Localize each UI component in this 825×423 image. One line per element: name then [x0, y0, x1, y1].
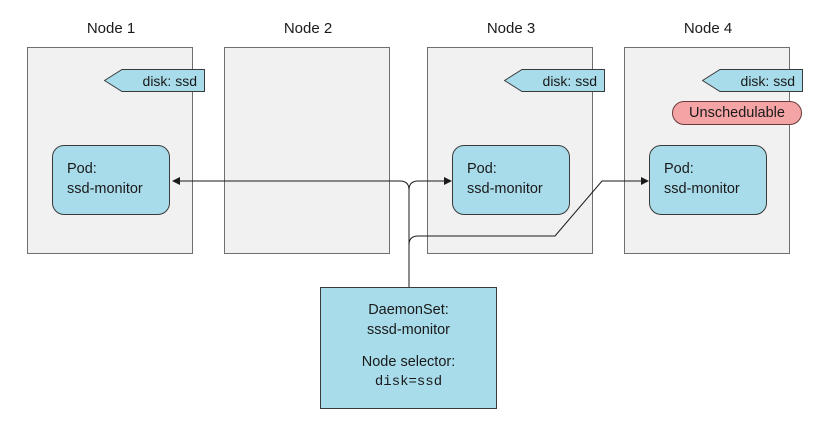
node-3-pod: Pod: ssd-monitor — [452, 145, 570, 215]
node-1-pod: Pod: ssd-monitor — [52, 145, 170, 215]
node-1-pod-kind: Pod: — [67, 161, 97, 177]
arrow-to-node-4-pod — [408, 177, 649, 246]
node-3-title: Node 3 — [486, 20, 536, 37]
node-4-pod: Pod: ssd-monitor — [649, 145, 767, 215]
node-3-pod-name: ssd-monitor — [467, 181, 543, 197]
daemonset-name: sssd-monitor — [367, 322, 450, 338]
daemonset-spacer — [321, 340, 496, 352]
arrow-to-node-1-pod — [172, 177, 410, 191]
node-2-title: Node 2 — [283, 20, 333, 37]
node-2-box — [224, 47, 390, 254]
unschedulable-badge: Unschedulable — [672, 101, 802, 125]
node-3-pod-kind: Pod: — [467, 161, 497, 177]
node-1-pod-name: ssd-monitor — [67, 181, 143, 197]
node-selector-label: Node selector: — [361, 354, 456, 370]
node-4-pod-kind: Pod: — [664, 161, 694, 177]
daemonset-box: DaemonSet: sssd-monitor Node selector: d… — [320, 287, 497, 409]
node-4-title: Node 4 — [683, 20, 733, 37]
node-selector-value: disk=ssd — [374, 374, 443, 390]
arrow-to-node-3-pod — [408, 177, 452, 191]
node-1-title: Node 1 — [86, 20, 136, 37]
node-4-pod-name: ssd-monitor — [664, 181, 740, 197]
daemonset-kind: DaemonSet: — [368, 302, 449, 318]
